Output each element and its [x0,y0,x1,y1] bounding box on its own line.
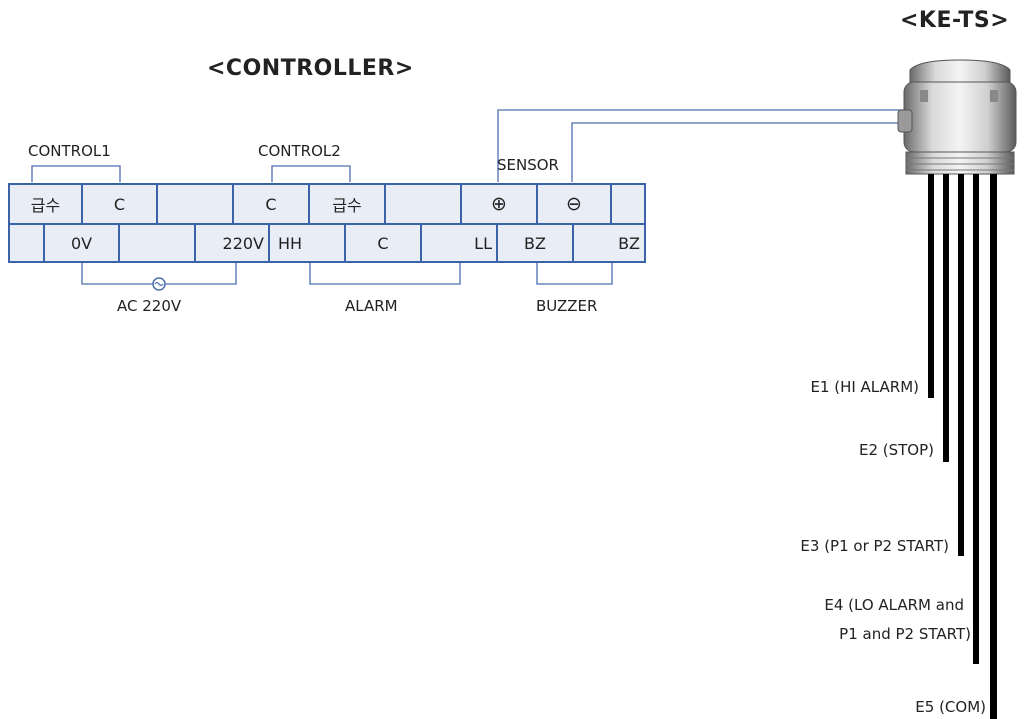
terminal-top-3 [156,183,234,225]
terminal-top-5: 급수 [308,183,386,225]
terminal-top-8: ⊖ [536,183,612,225]
terminal-bottom-1 [8,223,45,263]
sensor-label: SENSOR [497,156,559,174]
terminal-bottom-2: 0V [43,223,120,263]
terminal-top-6 [384,183,462,225]
terminal-top-2: C [81,183,158,225]
electrode-label-e4-line1: E4 (LO ALARM and [824,596,964,614]
alarm-label: ALARM [345,297,398,315]
controller-title: <CONTROLLER> [207,56,414,81]
sensor-cable-2 [571,122,906,182]
terminal-bottom-5: HH [268,223,346,263]
electrode-label-e4-line2: P1 and P2 START) [839,625,971,643]
alarm-bracket [309,262,461,285]
control2-bracket [271,165,351,182]
terminal-bottom-6: C [344,223,422,263]
electrode-e5 [990,174,997,719]
buzzer-bracket [536,262,613,285]
buzzer-label: BUZZER [536,297,598,315]
sensor-head [897,59,1017,175]
terminal-bottom-8: BZ [496,223,574,263]
terminal-bottom-3 [118,223,196,263]
control1-bracket [31,165,121,182]
sensor-cable-1 [497,109,906,182]
electrode-e2 [943,174,949,462]
terminal-top-9 [610,183,646,225]
terminal-bottom-9: BZ [572,223,646,263]
electrode-label-e1: E1 (HI ALARM) [810,378,919,396]
electrode-e1 [928,174,934,398]
electrode-label-e5: E5 (COM) [915,698,986,716]
electrode-e3 [958,174,964,556]
control1-label: CONTROL1 [28,142,111,160]
ac-label: AC 220V [117,297,182,315]
terminal-top-7: ⊕ [460,183,538,225]
terminal-bottom-4: 220V [194,223,270,263]
sensor-title: <KE-TS> [900,8,1010,33]
terminal-bottom-7: LL [420,223,498,263]
terminal-top-1: 급수 [8,183,83,225]
control2-label: CONTROL2 [258,142,341,160]
electrode-e4 [973,174,979,664]
terminal-top-4: C [232,183,310,225]
electrode-label-e3: E3 (P1 or P2 START) [800,537,949,555]
electrode-label-e2: E2 (STOP) [858,441,934,459]
